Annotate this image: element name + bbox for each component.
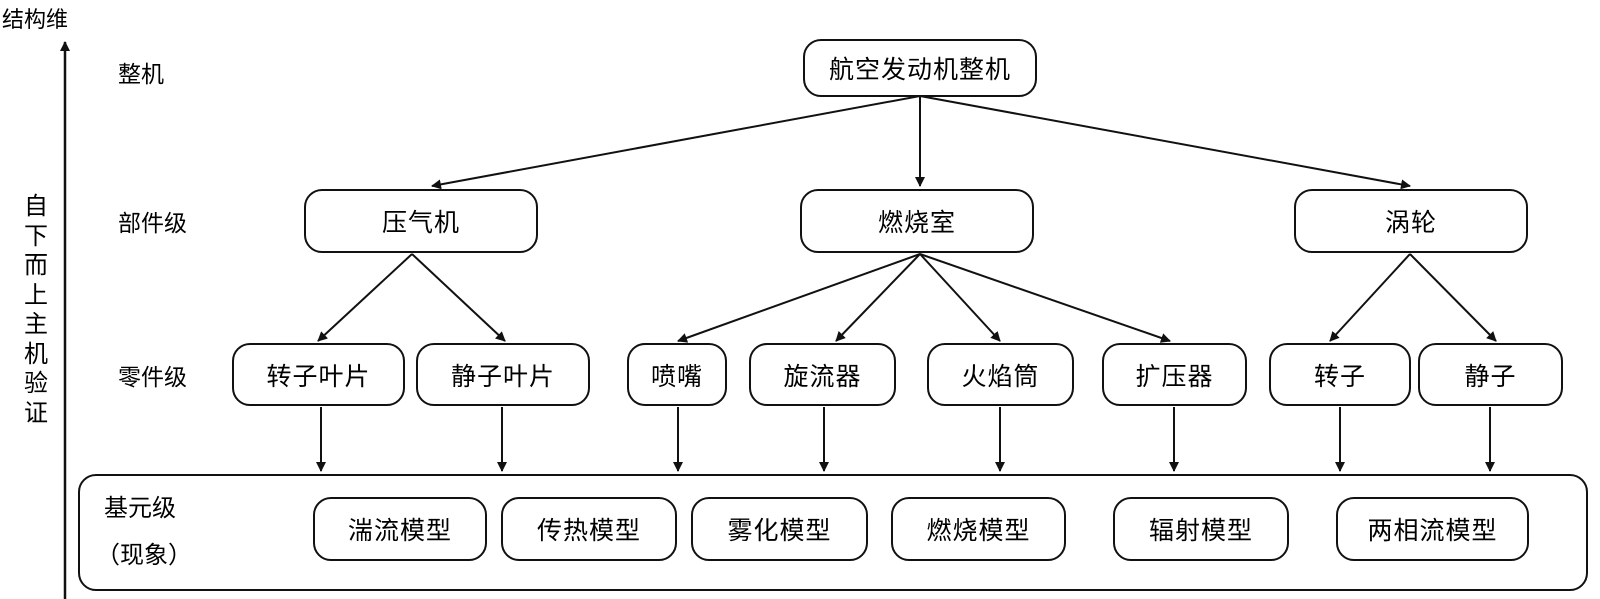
component-node-combustor: 燃烧室 xyxy=(800,189,1034,253)
edge-engine-turbine xyxy=(919,95,1411,190)
axis-title: 结构维 xyxy=(2,8,69,33)
model-node-two-phase: 两相流模型 xyxy=(1336,497,1529,561)
edge-combustor-swirler xyxy=(835,253,921,342)
part-node-diffuser: 扩压器 xyxy=(1102,343,1247,406)
part-node-rotor: 转子 xyxy=(1269,343,1411,406)
part-node-stator: 静子 xyxy=(1418,343,1563,406)
level-label-part: 零件级 xyxy=(118,365,187,391)
part-node-flame-tube: 火焰筒 xyxy=(927,343,1074,406)
level-label-whole: 整机 xyxy=(118,62,164,88)
part-node-rotor-blade: 转子叶片 xyxy=(232,343,405,406)
edge-combustor-nozzle xyxy=(677,253,921,343)
engine-node: 航空发动机整机 xyxy=(803,39,1037,97)
base-level-panel xyxy=(78,474,1588,591)
edge-compressor-stator-blade xyxy=(411,253,506,342)
part-node-nozzle: 喷嘴 xyxy=(627,343,727,406)
component-node-compressor: 压气机 xyxy=(304,189,538,253)
axis-side-text: 自下而上主机验证 xyxy=(24,192,48,427)
model-node-atomization: 雾化模型 xyxy=(691,497,868,561)
level-label-component: 部件级 xyxy=(118,211,187,237)
edge-turbine-rotor xyxy=(1329,253,1411,342)
edge-combustor-flame-tube xyxy=(919,253,1001,342)
model-node-combustion: 燃烧模型 xyxy=(891,497,1066,561)
part-node-swirler: 旋流器 xyxy=(749,343,896,406)
edge-turbine-stator xyxy=(1409,253,1497,342)
model-node-turbulence: 湍流模型 xyxy=(313,497,487,561)
part-node-stator-blade: 静子叶片 xyxy=(416,343,590,406)
level-label-base-phenomenon: （现象） xyxy=(96,541,192,569)
edge-compressor-rotor-blade xyxy=(317,253,413,342)
edge-engine-compressor xyxy=(431,95,921,190)
model-node-radiation: 辐射模型 xyxy=(1113,497,1289,561)
edge-combustor-diffuser xyxy=(919,253,1171,343)
model-node-heat-transfer: 传热模型 xyxy=(501,497,677,561)
level-label-base: 基元级 xyxy=(104,494,176,522)
component-node-turbine: 涡轮 xyxy=(1294,189,1528,253)
